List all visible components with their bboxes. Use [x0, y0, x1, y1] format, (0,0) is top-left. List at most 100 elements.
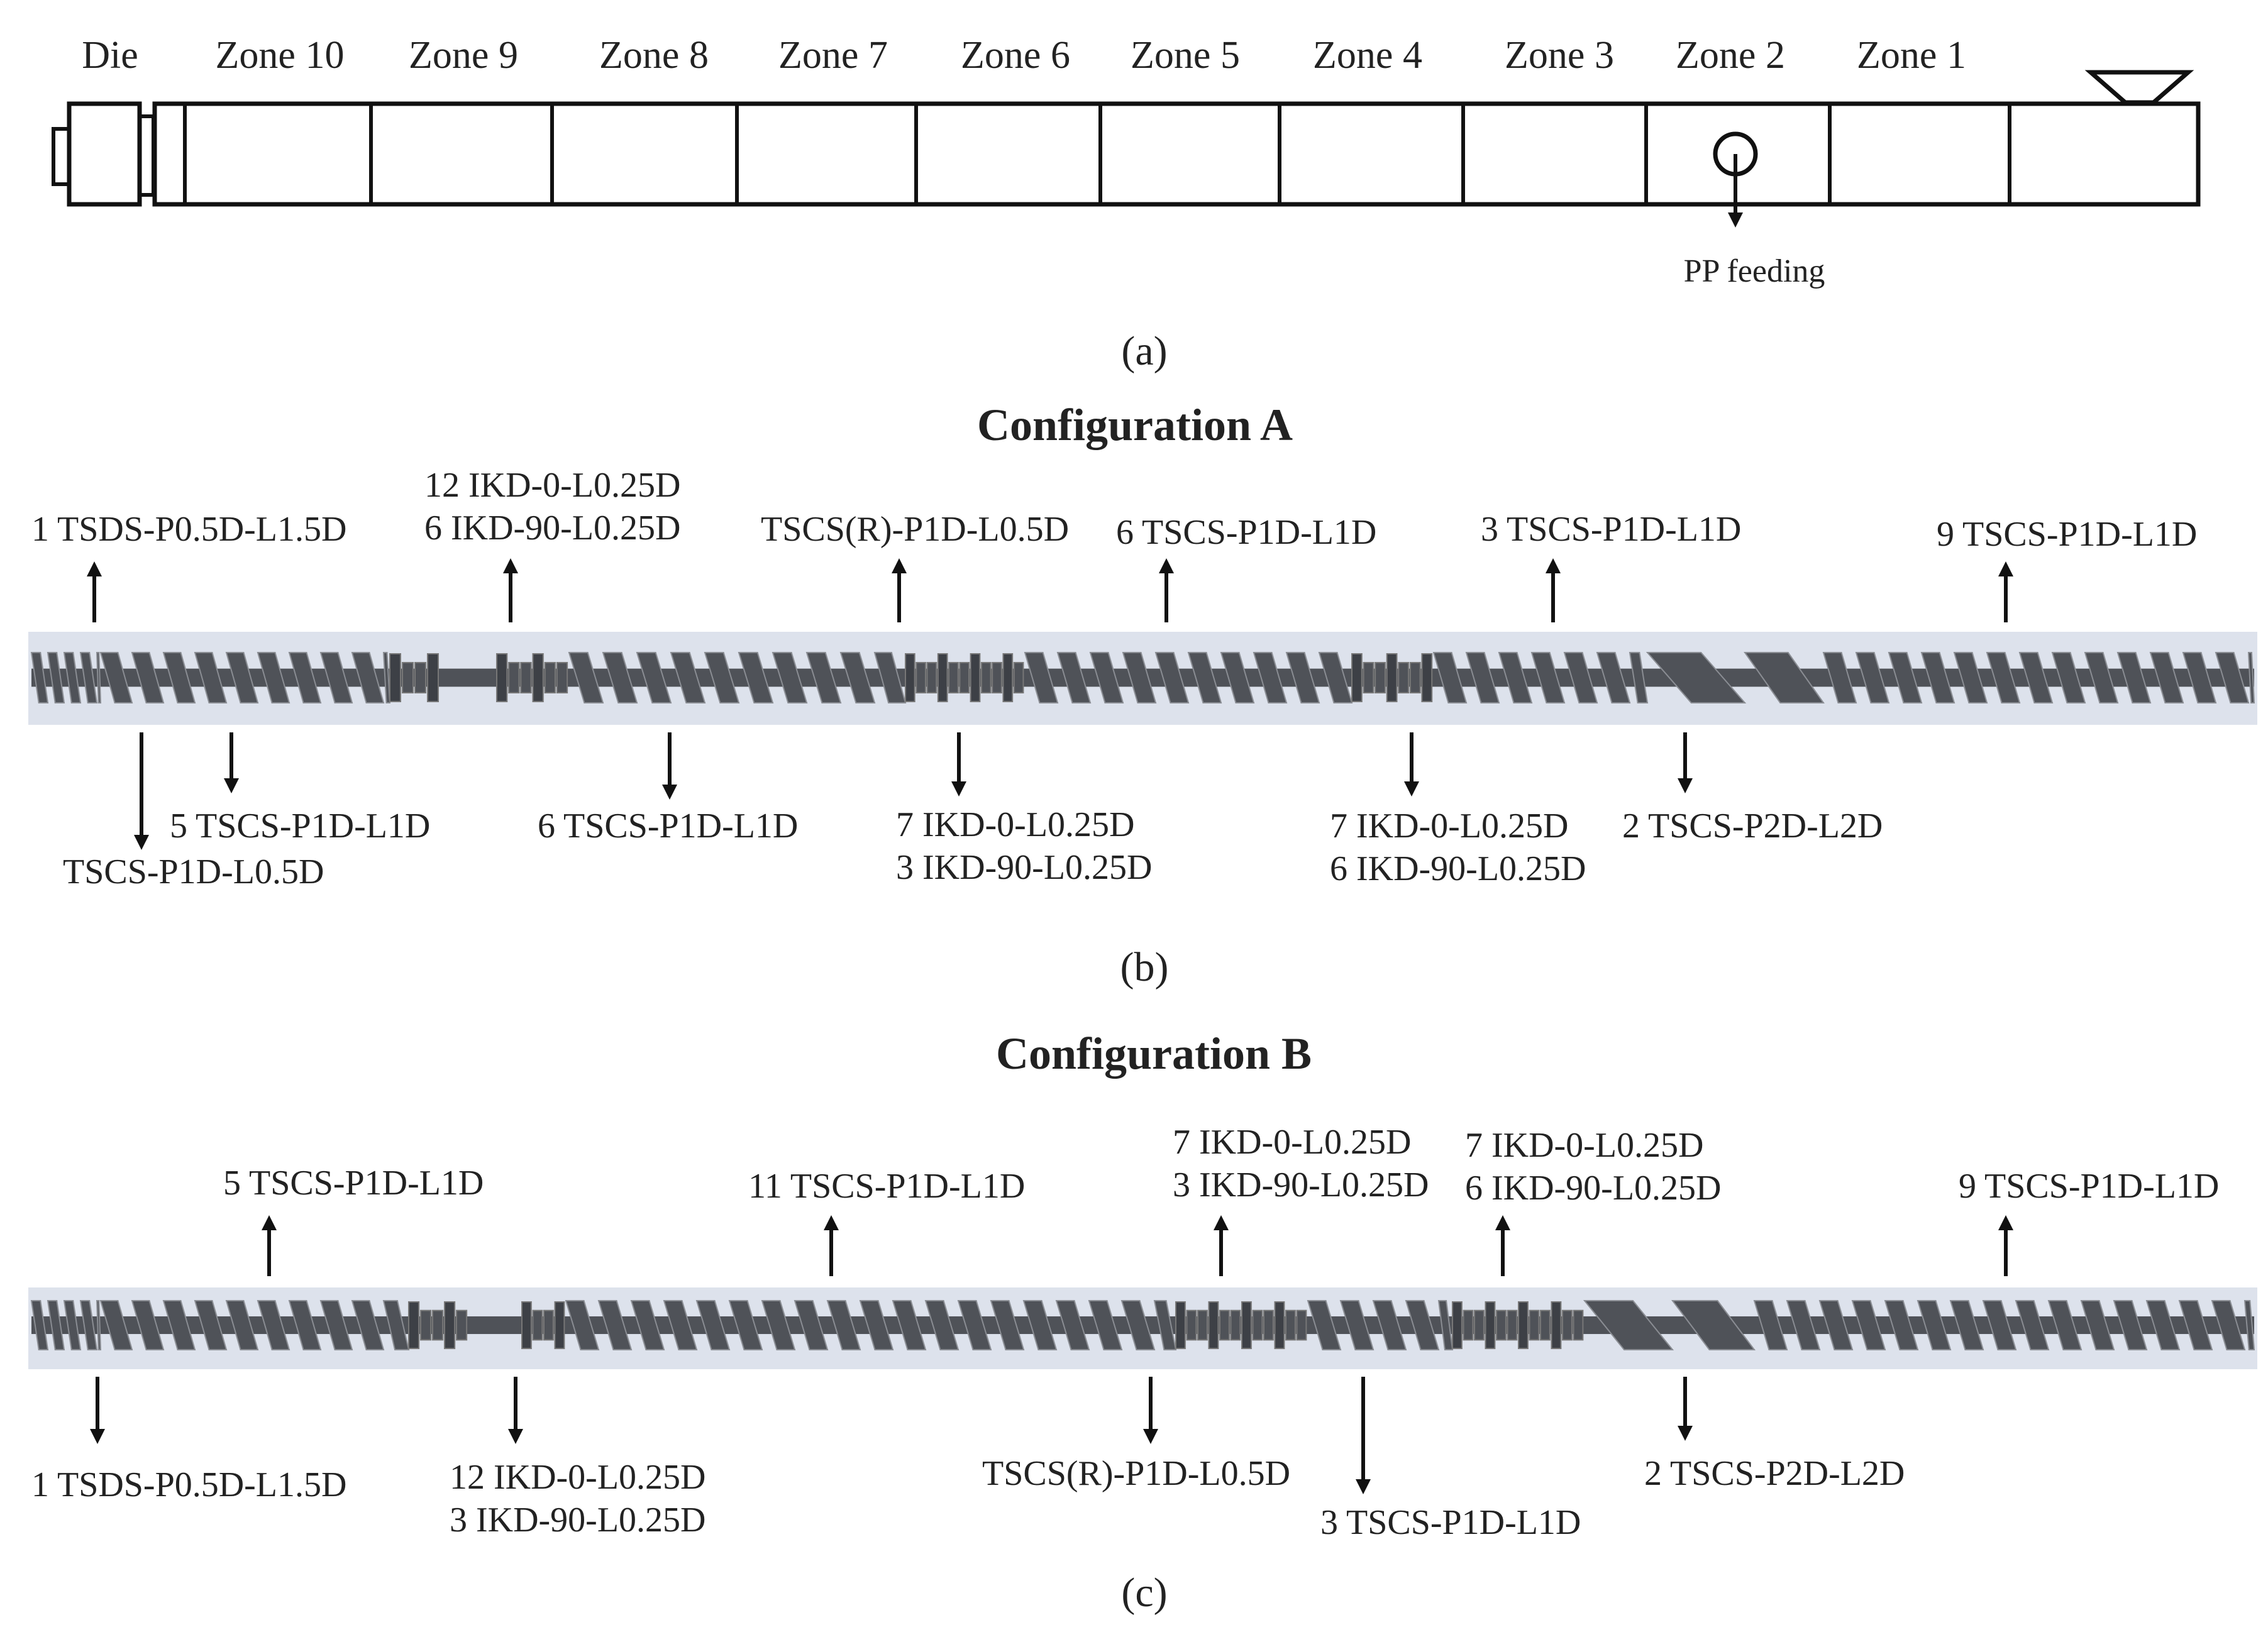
kneading-disc [1573, 1309, 1584, 1341]
screw-flight [1646, 652, 1747, 703]
screw-flight [30, 1300, 49, 1350]
screw-flight [2182, 652, 2217, 703]
screw-flight [257, 652, 290, 703]
element-label: 6 IKD-90-L0.25D [424, 509, 680, 548]
screw-flight [1884, 1300, 1919, 1350]
kneading-disc [1263, 1309, 1274, 1341]
die-label: Die [82, 34, 138, 77]
screw-flight [1120, 1300, 1156, 1350]
screw-flight [892, 1300, 927, 1350]
screw-flight [565, 1300, 600, 1350]
screw-flight [1786, 1300, 1821, 1350]
screw-flight [1855, 652, 1890, 703]
kneading-disc [970, 653, 981, 702]
screw-flight [1629, 652, 1649, 703]
kneading-disc [1274, 1301, 1285, 1350]
screw-flight [162, 652, 196, 703]
kneading-disc [1562, 1309, 1573, 1341]
screw-flight [319, 1300, 353, 1350]
screw-flight [826, 1300, 861, 1350]
screw-flight [957, 1300, 992, 1350]
kneading-disc [1485, 1301, 1496, 1350]
screw-flight [382, 1300, 410, 1350]
kneading-disc [1507, 1309, 1518, 1341]
screw-flight [1920, 652, 1955, 703]
screw-flight [1917, 1300, 1952, 1350]
element-label: 11 TSCS-P1D-L1D [748, 1167, 1025, 1206]
screw-flight [1744, 652, 1825, 703]
kneading-disc [948, 662, 959, 693]
kneading-disc [556, 662, 568, 693]
config-b-screw [30, 1300, 2255, 1350]
kneading-disc [1529, 1309, 1540, 1341]
screw-flight [162, 1300, 196, 1350]
kneading-disc [1296, 1309, 1307, 1341]
screw-flight [568, 652, 604, 703]
kneading-disc [1452, 1301, 1463, 1350]
kneading-disc [1241, 1301, 1252, 1350]
element-label: 3 IKD-90-L0.25D [896, 848, 1152, 887]
kneading-disc [1351, 653, 1363, 702]
screw-flight [1583, 1300, 1674, 1350]
screw-flight [194, 652, 228, 703]
caption-a: (a) [1121, 328, 1167, 374]
zone-label: Zone 10 [216, 34, 345, 77]
screw-flight [288, 652, 322, 703]
kneading-disc [414, 662, 426, 693]
kneading-disc [1285, 1309, 1296, 1341]
element-label: TSCS-P1D-L0.5D [63, 852, 324, 891]
screw-flight [2116, 652, 2152, 703]
screw-flight [96, 1300, 102, 1350]
screw-flight [257, 1300, 290, 1350]
screw-flight [597, 1300, 633, 1350]
screw-flight [1530, 652, 1566, 703]
kneading-disc [543, 1309, 554, 1341]
element-label: 3 TSCS-P1D-L1D [1481, 510, 1741, 549]
screw-flight [2080, 1300, 2115, 1350]
screw-flight [990, 1300, 1025, 1350]
kneading-disc [1386, 653, 1398, 702]
screw-flight [1888, 652, 1923, 703]
screw-flight [1949, 1300, 1984, 1350]
kneading-disc [554, 1301, 565, 1350]
element-label: TSCS(R)-P1D-L0.5D [982, 1454, 1290, 1493]
element-label: 3 IKD-90-L0.25D [1173, 1166, 1429, 1204]
element-label: 2 TSCS-P2D-L2D [1622, 807, 1883, 846]
kneading-disc [1518, 1301, 1529, 1350]
screw-flight [728, 1300, 763, 1350]
screw-flight [1432, 652, 1468, 703]
screw-flight [47, 652, 65, 703]
screw-flight [1253, 652, 1288, 703]
screw-flight [2015, 1300, 2050, 1350]
screw-flight [1851, 1300, 1886, 1350]
kneading-disc [1002, 653, 1014, 702]
kneading-disc [521, 1301, 532, 1350]
kneading-disc [1540, 1309, 1551, 1341]
screw-flight [63, 1300, 82, 1350]
screw-flight [2178, 1300, 2213, 1350]
screw-flight [859, 1300, 894, 1350]
screw-flight [79, 652, 98, 703]
kneading-disc [980, 662, 992, 693]
screw-flight [1671, 1300, 1756, 1350]
screw-flight [96, 652, 102, 703]
screw-flight [636, 652, 672, 703]
screw-flight [1753, 1300, 1788, 1350]
zone-label: Zone 3 [1505, 34, 1614, 77]
screw-flight [1088, 1300, 1123, 1350]
screw-flight [1122, 652, 1157, 703]
screw-flight [1056, 652, 1092, 703]
screw-flight [1986, 652, 2021, 703]
screw-flight [2113, 1300, 2148, 1350]
caption-c: (c) [1121, 1570, 1167, 1616]
element-label: 6 TSCS-P1D-L1D [538, 807, 798, 846]
screw-flight [2145, 1300, 2181, 1350]
feed-label: PP feeding [1684, 253, 1825, 289]
screw-flight [1220, 652, 1255, 703]
screw-flight [1022, 1300, 1058, 1350]
zone-label: Zone 8 [599, 34, 709, 77]
screw-flight [873, 652, 907, 703]
screw-flight [1596, 652, 1631, 703]
